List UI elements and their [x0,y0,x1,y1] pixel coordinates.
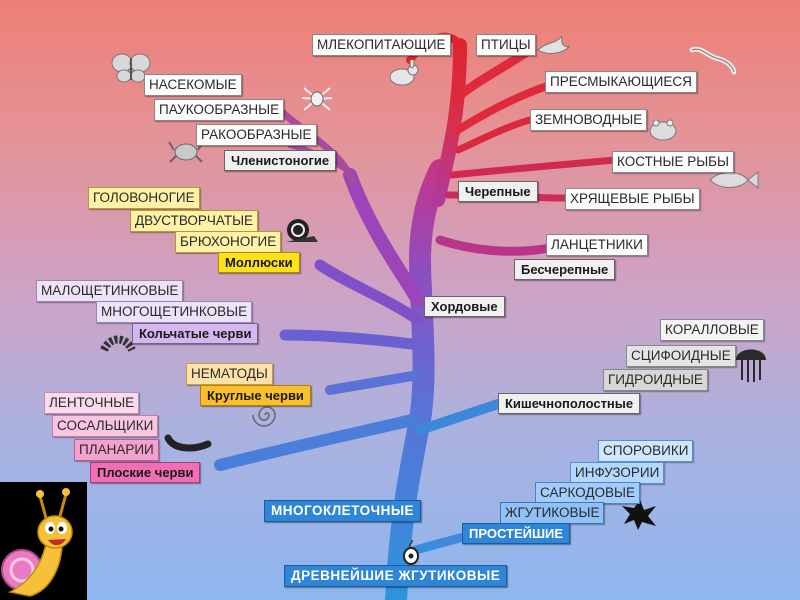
label-planarians: ПЛАНАРИИ [74,439,159,461]
crab-icon [168,141,204,163]
label-chordates: Хордовые [424,296,505,317]
label-lancelets: ЛАНЦЕТНИКИ [546,234,648,256]
snail-icon [286,219,318,242]
label-insects: НАСЕКОМЫЕ [144,74,242,96]
label-bony-fish: КОСТНЫЕ РЫБЫ [612,151,734,173]
label-birds: ПТИЦЫ [476,34,536,56]
snail-mascot-icon [1,488,73,597]
label-gastropods: БРЮХОНОГИЕ [175,231,282,253]
branch-molluscs [314,259,424,326]
butterfly-icon [111,53,151,83]
label-reptiles: ПРЕСМЫКАЮЩИЕСЯ [545,71,697,93]
label-oligochaetes: МАЛОЩЕТИНКОВЫЕ [36,280,184,302]
label-ancient-flagellates: ДРЕВНЕЙШИЕ ЖГУТИКОВЫЕ [284,565,508,587]
roundworm-icon [252,406,276,427]
label-flatworms: Плоские черви [90,462,201,483]
label-sporozoans: СПОРОВИКИ [598,440,694,462]
label-nematodes: НЕМАТОДЫ [186,363,273,385]
lizard-icon [689,46,736,75]
frog-icon [649,119,677,141]
branch-arthropods [343,168,425,307]
branch-coelenterates [415,395,515,435]
flatworm-icon [164,434,212,452]
jellyfish-icon [736,349,766,382]
label-ciliates: ИНФУЗОРИИ [570,462,665,484]
label-sarcodines: САРКОДОВЫЕ [535,482,640,504]
label-roundworms: Круглые черви [200,385,311,406]
label-coelenterates: Кишечнополостные [498,393,641,414]
label-bivalves: ДВУСТВОРЧАТЫЕ [130,210,259,232]
label-multicellular: МНОГОКЛЕТОЧНЫЕ [264,500,422,522]
fish-icon [709,170,759,190]
label-flagellates: ЖГУТИКОВЫЕ [500,502,605,524]
label-acraniates: Бесчерепные [514,259,616,280]
spider-icon [301,87,333,111]
branch-chordates [431,38,467,207]
label-amphibians: ЗЕМНОВОДНЫЕ [530,109,648,131]
label-mammals: МЛЕКОПИТАЮЩИЕ [312,34,451,56]
label-corals: КОРАЛЛОВЫЕ [660,319,764,341]
rabbit-icon [389,60,419,86]
label-annelids: Кольчатые черви [132,323,259,344]
label-protozoa: ПРОСТЕЙШИЕ [462,523,571,544]
label-scyphozoans: СЦИФОИДНЫЕ [626,345,736,367]
label-hydrozoans: ГИДРОИДНЫЕ [603,369,708,391]
branch-roundworms [325,370,423,395]
branch-flatworms [214,414,418,471]
label-arachnids: ПАУКООБРАЗНЫЕ [154,99,285,121]
flagellate-icon [403,540,419,565]
label-craniates: Черепные [458,181,538,202]
branch-annelids [279,329,426,351]
label-cephalopods: ГОЛОВОНОГИЕ [88,187,200,209]
mascot-panel [0,482,87,600]
label-crustaceans: РАКООБРАЗНЫЕ [196,124,317,146]
label-tapeworms: ЛЕНТОЧНЫЕ [44,392,140,414]
worm-icon [100,335,136,352]
label-cartilaginous-fish: ХРЯЩЕВЫЕ РЫБЫ [565,188,700,210]
label-arthropods: Членистоногие [224,150,337,171]
amoeba-icon [622,500,656,530]
label-molluscs: Моллюски [218,252,300,273]
trunk [385,159,451,600]
label-flukes: СОСАЛЬЩИКИ [52,415,159,437]
label-polychaetes: МНОГОЩЕТИНКОВЫЕ [96,301,253,323]
bird-icon [537,35,571,54]
